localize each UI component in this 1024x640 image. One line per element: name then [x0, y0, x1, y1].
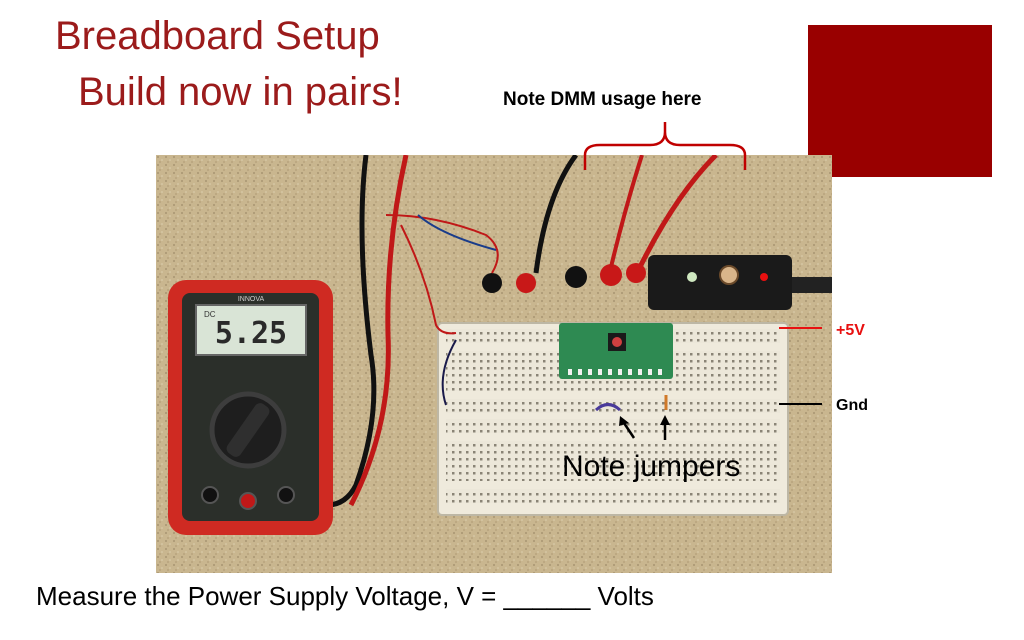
measurement-instruction: Measure the Power Supply Voltage, V = __… [36, 581, 654, 611]
jumper-arrow-right [660, 415, 670, 440]
dmm-usage-callout: Note DMM usage here [503, 89, 702, 110]
gnd-label: Gnd [836, 397, 868, 414]
jumper-arrow-left [619, 416, 636, 439]
dmm-mode-label: DC [204, 310, 216, 319]
dmm-brand-label: INNOVA [238, 296, 265, 303]
dmm-display-reading: 5.25 [215, 316, 287, 351]
dmm-callout-bracket [583, 122, 747, 170]
accent-block [808, 25, 992, 177]
plus-5v-label: +5V [836, 322, 865, 339]
breadboard-photo: 5.25 DC INNOVA [156, 155, 832, 573]
breadboard-photo-illustration: 5.25 DC INNOVA [156, 155, 832, 573]
jumpers-callout: Note jumpers [562, 450, 741, 483]
slide-title-line-1: Breadboard Setup [55, 14, 380, 58]
slide-title-line-2: Build now in pairs! [78, 70, 403, 114]
